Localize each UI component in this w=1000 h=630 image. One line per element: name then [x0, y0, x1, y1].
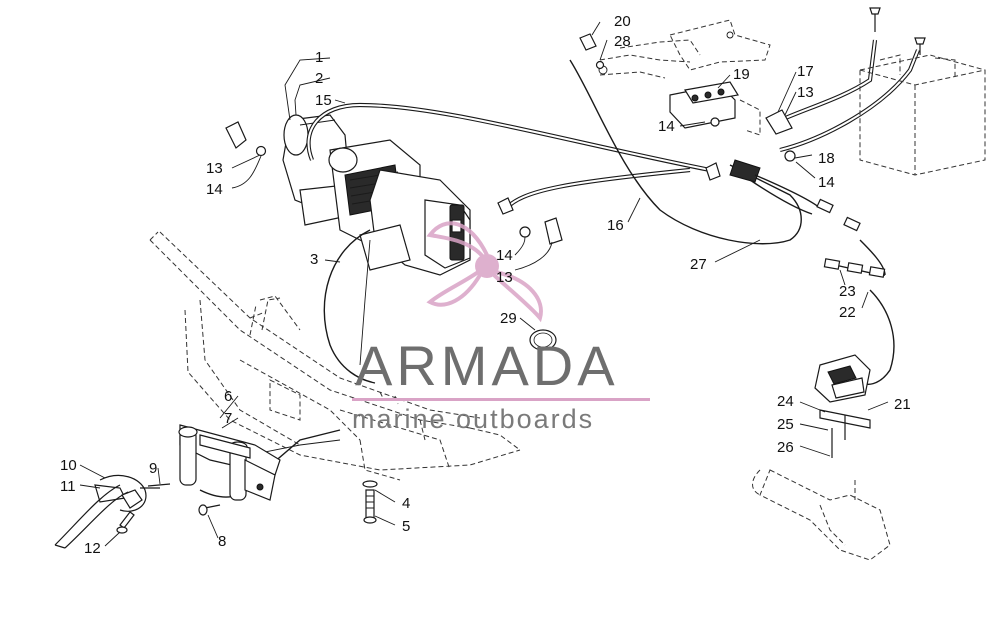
callout-label: 14 — [818, 174, 835, 191]
callout-label: 26 — [777, 439, 794, 456]
callout-label: 16 — [607, 217, 624, 234]
callout-label: 12 — [84, 540, 101, 557]
front-bumper-frame — [149, 231, 521, 481]
callout-label: 27 — [690, 256, 707, 273]
clevis-pin-12 — [116, 511, 135, 534]
battery-terminal-bolts — [869, 7, 926, 55]
winch-hook — [94, 475, 160, 512]
callout-label: 24 — [777, 393, 794, 410]
mount-bracket-top — [598, 19, 771, 136]
remote-cable-3 — [323, 229, 376, 384]
tow-strap — [54, 484, 129, 549]
connector-plugs — [729, 159, 886, 278]
snap-ring-29 — [529, 329, 557, 351]
callout-label: 23 — [839, 283, 856, 300]
callout-label: 9 — [149, 460, 157, 477]
callout-labels: 1 2 15 13 14 3 20 28 19 17 13 14 18 14 1… — [60, 13, 911, 557]
callout-label: 13 — [206, 160, 223, 177]
callout-label: 28 — [614, 33, 631, 50]
battery — [859, 54, 986, 176]
watermark-propeller-logo — [426, 221, 543, 323]
hex-nuts — [255, 60, 796, 238]
roller-fairlead — [178, 424, 281, 501]
callout-label: 8 — [218, 533, 226, 550]
leader-lines — [79, 21, 889, 547]
callout-label: 17 — [797, 63, 814, 80]
watermark-brand: ARMADA — [355, 334, 619, 397]
callout-label: 18 — [818, 150, 835, 167]
watermark-tagline: marine outboards — [352, 404, 594, 434]
callout-label: 1 — [315, 49, 323, 66]
callout-label: 15 — [315, 92, 332, 109]
callout-label: 20 — [614, 13, 631, 30]
callout-label: 11 — [60, 478, 76, 495]
callout-label: 14 — [658, 118, 675, 135]
fairlead-bolt-8 — [198, 504, 221, 516]
power-cable-15 — [306, 102, 711, 173]
callout-label: 3 — [310, 251, 318, 268]
harness-cable-27 — [569, 59, 802, 245]
contactor-19 — [669, 81, 739, 129]
watermark-wordmark: ARMADA marine outboards — [352, 334, 650, 434]
callout-label: 29 — [500, 310, 517, 327]
battery-lead-18 — [779, 49, 920, 153]
callout-label: 22 — [839, 304, 856, 321]
callout-label: 10 — [60, 457, 77, 474]
winch-switch-21 — [814, 354, 871, 403]
callout-label: 21 — [894, 396, 911, 413]
callout-label: 4 — [402, 495, 410, 512]
mount-bolt-5 — [362, 480, 378, 524]
callout-label: 7 — [224, 410, 232, 427]
callout-label: 6 — [224, 388, 232, 405]
callout-label: 25 — [777, 416, 794, 433]
terminal-boots — [225, 109, 793, 245]
callout-label: 2 — [315, 70, 323, 87]
handlebar-grip — [752, 469, 891, 561]
callout-label: 13 — [496, 269, 513, 286]
winch-gearbox — [359, 169, 471, 276]
ring-terminals — [497, 33, 721, 215]
power-cable-16 — [503, 167, 691, 212]
battery-lead-17 — [769, 39, 878, 127]
callout-label: 14 — [206, 181, 223, 198]
roll-pin-9 — [147, 483, 171, 487]
callout-label: 14 — [496, 247, 513, 264]
callout-label: 5 — [402, 518, 410, 535]
switch-bracket-24 — [819, 409, 871, 458]
callout-label: 19 — [733, 66, 750, 83]
callout-label: 13 — [797, 84, 814, 101]
